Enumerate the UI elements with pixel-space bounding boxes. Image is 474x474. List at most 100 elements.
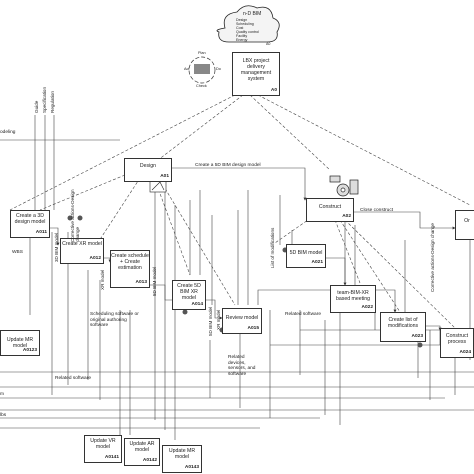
cycle-check: Check: [196, 84, 207, 88]
box-label: team-BIM-XR based meeting: [335, 290, 371, 302]
dashed-link: [154, 179, 191, 276]
box-code: A023: [411, 334, 423, 340]
construct-box[interactable]: Construct A02: [306, 198, 354, 222]
dashed-link: [344, 219, 456, 329]
scheduling-software-label: Scheduling software or original authorin…: [90, 312, 139, 329]
arrow-design-construct: [172, 167, 307, 201]
dashed-link: [249, 94, 331, 171]
box-label: Update MR model: [168, 448, 196, 460]
box-code: A021: [311, 260, 323, 266]
lbx-system-code: A0: [270, 88, 277, 94]
box-code: A0143: [184, 465, 199, 471]
box-label: Update VR model: [90, 438, 116, 450]
edge-m-label: m: [0, 392, 4, 397]
box-code: A0141: [104, 455, 119, 461]
update-ar-box[interactable]: Update AR model A0142: [124, 438, 160, 466]
update-mr-left-box[interactable]: Update MR model A0123: [0, 330, 40, 356]
box-code: A0142: [142, 458, 157, 464]
related-software-mid-label: Related software: [285, 312, 321, 317]
dashed-link: [334, 219, 361, 284]
create-3d-model-box[interactable]: Create a 3D design model A011: [10, 210, 50, 238]
box-label: Create list of modifications: [387, 317, 419, 329]
construct-label: Construct: [318, 204, 342, 210]
construct-process-box[interactable]: Construct process A024: [440, 328, 474, 358]
dashed-link: [339, 219, 401, 313]
box-label: Create XR model: [62, 241, 102, 247]
cycle-plan: Plan: [198, 51, 206, 55]
create-5d-xr-box[interactable]: Create 5D BIM XR model A014: [172, 280, 206, 310]
dashed-link: [257, 94, 471, 206]
design-label: Design: [139, 163, 157, 169]
create-5d-label: Create a 5D BIM design model: [195, 163, 261, 168]
bim-item: Design: [236, 18, 248, 22]
box-code: A014: [191, 302, 203, 308]
box-label: Review model: [225, 315, 259, 321]
review-model-box[interactable]: Review model A015: [222, 308, 262, 334]
bim-cloud-title: n-D BIM: [243, 11, 262, 17]
box-code: A012: [89, 256, 101, 262]
operate-label: Or: [464, 218, 470, 224]
corrective-right-label: Corrective actions-Design change: [430, 223, 435, 292]
box-label: Construct process: [445, 333, 469, 345]
dashed-link: [39, 174, 126, 211]
box-label: Create 5D BIM XR model: [177, 283, 201, 301]
list-modifications-box[interactable]: Create list of modifications A023: [380, 312, 426, 342]
construct-code: A02: [342, 214, 351, 220]
edge-lbs-label: lbs: [0, 413, 7, 418]
box-label: Create a 3D design model: [14, 213, 46, 225]
box-label: Update MR model: [6, 337, 34, 349]
xr-model-label: XR model: [100, 269, 105, 290]
related-software-low-label: Related software: [55, 376, 91, 381]
bim-cloud-shape: [216, 5, 280, 43]
lbx-system-box[interactable]: LBX project delivery management system A…: [232, 52, 280, 96]
bim-item: Quality control: [236, 30, 259, 34]
box-label: 5D BIM model: [289, 250, 323, 256]
bim-model-a-label: 3D BIM model: [54, 232, 59, 262]
list-mods-label: List of modifications: [270, 227, 275, 268]
cycle-act: Act: [184, 67, 190, 71]
xr-model-b-label: XR model: [216, 309, 221, 330]
cycle-people: [194, 64, 210, 74]
corrective-left-label: Corrective actions-Design change: [70, 189, 80, 242]
dashed-link: [96, 177, 141, 245]
box-code: A022: [361, 305, 373, 311]
design-box[interactable]: Design A01: [124, 158, 172, 182]
bim-item: Cost: [236, 26, 244, 30]
create-schedule-box[interactable]: Create schedule + Create estimation A013: [110, 250, 150, 288]
box-code: A013: [135, 280, 147, 286]
box-label: Update AR model: [129, 441, 155, 453]
box-code: A015: [247, 326, 259, 332]
close-construct-label: Close construct: [360, 208, 394, 213]
design-blueprint-icon: [149, 179, 167, 193]
construct-gear-icon: [329, 175, 359, 197]
bim-model-b-label: 5D BIM model: [152, 266, 157, 296]
dashed-link: [274, 214, 316, 244]
cycle-do: Do: [216, 67, 221, 71]
bim-item: Scheduling: [236, 22, 254, 26]
box-label: Create schedule + Create estimation: [111, 253, 149, 271]
operate-box[interactable]: Or: [455, 210, 474, 240]
dashed-link: [159, 179, 236, 306]
create-xr-model-box[interactable]: Create XR model A012: [60, 238, 104, 264]
bim-cloud-footer: A0: [266, 42, 271, 46]
bim-item: Energy: [236, 38, 248, 42]
guide-label: Guide: [34, 100, 39, 113]
team-meeting-box[interactable]: team-BIM-XR based meeting A022: [330, 285, 376, 313]
wbs-label: WBS: [12, 250, 23, 255]
box-code: A024: [459, 350, 471, 356]
update-vr-box[interactable]: Update VR model A0141: [84, 435, 122, 463]
regulation-label: Regulation: [50, 91, 55, 113]
bim-5d-model-box[interactable]: 5D BIM model A021: [286, 244, 326, 268]
dashed-link: [157, 94, 244, 161]
dashed-link: [9, 94, 236, 211]
related-devices-label: Related devices, sensors, and software: [228, 355, 256, 377]
lbx-system-label: LBX project delivery management system: [240, 58, 272, 82]
update-mr-bottom-box[interactable]: Update MR model A0143: [162, 445, 202, 473]
specification-label: Specification: [42, 86, 47, 113]
cycle-circle: [188, 56, 216, 84]
modeling-label: odeling: [0, 130, 16, 135]
box-code: A011: [35, 230, 47, 236]
bim-model-c-label: 5D BIM model: [208, 306, 213, 336]
arrow-construct-operate: [353, 211, 456, 230]
design-code: A01: [160, 174, 169, 180]
